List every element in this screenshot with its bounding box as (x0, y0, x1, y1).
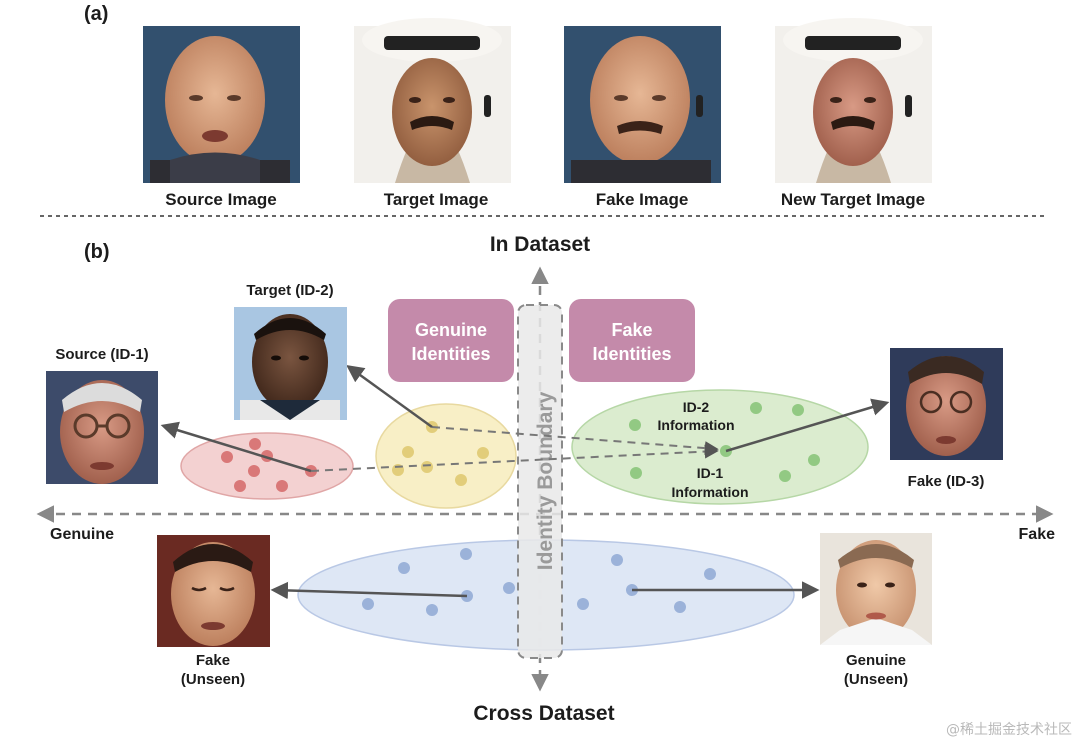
target-id2-cluster (375, 403, 517, 509)
arrow-to-fake-unseen-face (270, 581, 468, 600)
fake-id3-face (890, 348, 1003, 460)
genuine-identities-box (388, 299, 514, 382)
fake-image-thumbnail (564, 26, 721, 183)
cross-dataset-points (362, 548, 716, 616)
target-image-caption: Target Image (384, 190, 489, 209)
watermark: @稀土掘金技术社区 (946, 722, 1072, 738)
axis-label-genuine: Genuine (50, 526, 114, 543)
id1-to-id3-dashed-arrow (310, 444, 719, 472)
axis-label-fake: Fake (1019, 526, 1056, 543)
target-id2-label: Target (ID-2) (246, 282, 333, 299)
axis-label-cross-dataset: Cross Dataset (473, 702, 614, 725)
genuine-unseen-label-line1: Genuine (846, 652, 906, 669)
genuine-identities-line2: Identities (411, 344, 490, 364)
genuine-unseen-label-line2: (Unseen) (844, 671, 908, 688)
source-id1-points (221, 438, 317, 492)
fake-id3-label: Fake (ID-3) (908, 473, 985, 490)
fake-id3-cluster (571, 389, 869, 505)
arrow-to-target-face (346, 364, 433, 429)
source-id1-face (46, 371, 158, 484)
fake-unseen-label-line2: (Unseen) (181, 671, 245, 688)
fake-unseen-label-line1: Fake (196, 652, 230, 669)
source-image-thumbnail (143, 26, 300, 183)
panel-a-label: (a) (84, 3, 108, 25)
id2-to-id3-dashed-arrow (431, 426, 719, 456)
identity-boundary-band (517, 304, 563, 659)
genuine-unseen-face (820, 533, 932, 645)
source-image-caption: Source Image (165, 190, 277, 209)
fake-identities-line2: Identities (592, 344, 671, 364)
id2-information-line2: Information (658, 417, 735, 433)
id2-information-line1: ID-2 (683, 399, 710, 415)
genuine-identities-line1: Genuine (415, 320, 487, 340)
arrow-to-source-face (160, 421, 312, 473)
fake-unseen-face (157, 535, 270, 647)
axis-label-in-dataset: In Dataset (490, 233, 590, 256)
panel-b-label: (b) (84, 241, 110, 263)
new-target-image-caption: New Target Image (781, 190, 925, 209)
fake-identities-box (569, 299, 695, 382)
id1-information-line1: ID-1 (697, 465, 724, 481)
arrow-to-fake-id3-face (725, 398, 890, 453)
id1-information-line2: Information (672, 484, 749, 500)
identity-boundary-label: Identity Boundary (534, 391, 557, 570)
target-id2-face (234, 307, 347, 420)
target-image-thumbnail (354, 18, 511, 183)
fake-image-caption: Fake Image (596, 190, 689, 209)
fake-id3-points (629, 402, 820, 482)
new-target-image-thumbnail (775, 18, 932, 183)
fake-identities-line1: Fake (611, 320, 652, 340)
source-id1-cluster (180, 432, 354, 500)
source-id1-label: Source (ID-1) (55, 346, 148, 363)
